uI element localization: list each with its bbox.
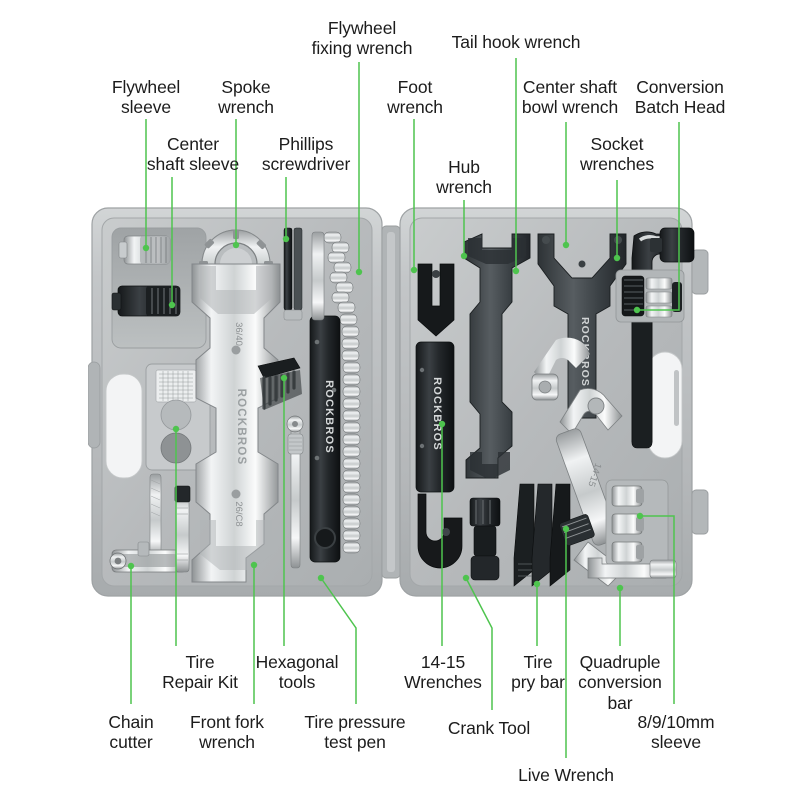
callout-crank-tool: Crank Tool [447,718,531,738]
callout-live-wrench: Live Wrench [518,765,614,785]
callout-tire-pry-bar: Tire pry bar [511,652,565,693]
callout-hexagonal-tools: Hexagonal tools [255,652,339,693]
tool-bike-chain [323,231,361,554]
callout-spoke-wrench: Spoke wrench [218,77,274,118]
callout-conversion-batch-head: Conversion Batch Head [634,77,726,118]
brand-mark-wrench: ROCKBROS [235,389,247,466]
callout-center-shaft-bowl-wrench: Center shaft bowl wrench [521,77,619,118]
toolbox-product-image: 36/40 26/C8 ROCKBROS [88,202,712,602]
callout-quadruple-conversion-bar: Quadruple conversion bar [578,652,662,713]
brand-mark-chainwhip: ROCKBROS [323,380,335,454]
callout-tail-hook-wrench: Tail hook wrench [451,32,581,52]
engraving-26-c8: 26/C8 [233,501,244,526]
case-left-half: 36/40 26/C8 ROCKBROS [88,207,383,597]
callout-flywheel-sleeve: Flywheel sleeve [111,77,181,118]
callout-sleeve-8-9-10mm: 8/9/10mm sleeve [637,712,715,753]
tool-tire-pry-bar [513,483,571,587]
callout-front-fork-wrench: Front fork wrench [190,712,264,753]
tool-tire-repair-kit [145,363,211,471]
tool-crank-tool [531,337,590,401]
case-right-half: ROCKBROS ROCKBROS [399,207,709,597]
case-hinge [381,225,401,579]
brand-mark-footwrench: ROCKBROS [431,377,443,451]
callout-14-15-wrenches: 14-15 Wrenches [404,652,482,693]
callout-center-shaft-sleeve: Center shaft sleeve [146,134,240,175]
callout-chain-cutter: Chain cutter [108,712,154,753]
tool-front-fork-wrench [149,473,162,559]
callout-hub-wrench: Hub wrench [436,157,492,198]
tool-flywheel-sleeve [118,235,171,265]
callout-tire-repair-kit: Tire Repair Kit [162,652,238,693]
engraving-36-40: 36/40 [233,322,244,346]
tool-center-shaft-sleeve [111,285,181,317]
callout-socket-wrenches: Socket wrenches [579,134,655,175]
tool-sleeve-8-9-10mm [605,479,669,567]
callout-tire-pressure-test-pen: Tire pressure test pen [304,712,406,753]
tool-tire-pressure-test-pen [174,485,191,573]
callout-foot-wrench: Foot wrench [387,77,443,118]
callout-phillips-screwdriver: Phillips screwdriver [261,134,351,175]
tool-phillips-screwdriver [283,227,303,321]
tool-extension-bar [286,415,304,569]
tool-socket-wrenches [615,269,685,323]
tool-hub-wrench [463,233,531,479]
tool-quadruple-conversion-bar [469,497,501,581]
tool-chain-whip: ROCKBROS [309,231,341,563]
callout-flywheel-fixing-wrench: Flywheel fixing wrench [311,18,413,59]
tool-foot-wrench: ROCKBROS [415,263,463,569]
tool-spoke-wrench-large: 36/40 26/C8 ROCKBROS [191,229,281,583]
